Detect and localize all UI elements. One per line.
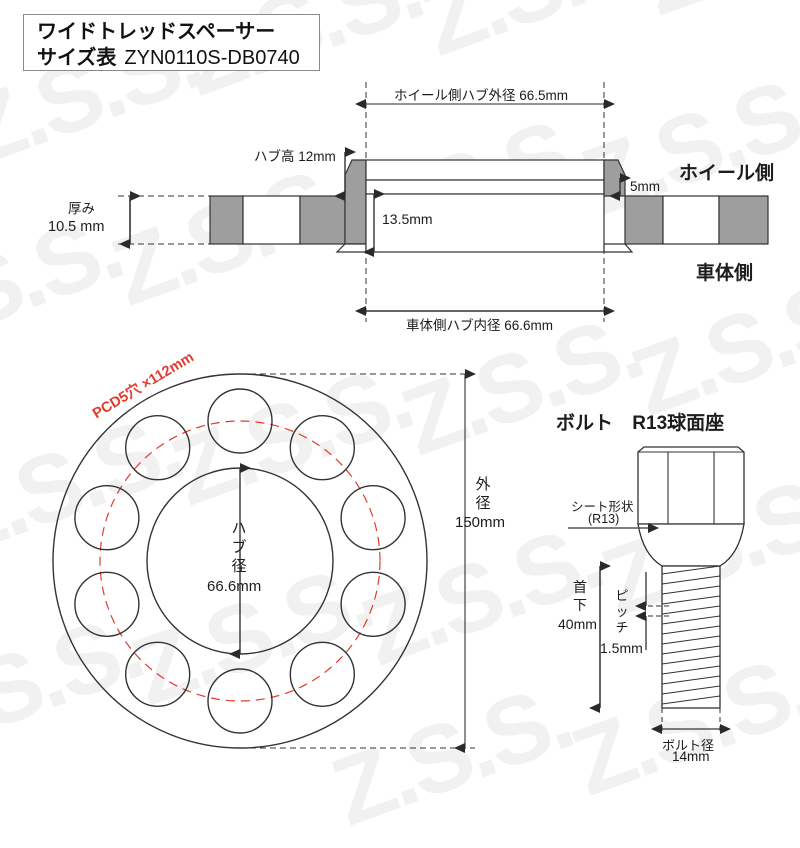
spacer-body-right [624,195,769,245]
bolt-hole [124,641,191,708]
label-hub-inner-dia: 車体側ハブ内径 66.6mm [406,318,554,333]
bolt-heading-2: R13球面座 [632,413,725,434]
hub-step-left [344,159,367,245]
label-hub-diameter-value: 66.6mm [207,578,262,595]
label-hub-diameter-ch3: 径 [231,558,247,575]
label-neck-length: 首 下 [570,578,590,614]
label-thickness: 厚み [68,201,95,216]
label-bolt-diameter-value: 14mm [672,749,710,764]
product-title: ワイドトレッドスペーサー [37,21,276,43]
size-table-label: サイズ表 [37,47,117,69]
label-pitch-ch1: ピ [615,588,629,603]
title-line2: サイズ表 ZYN0110S-DB0740 [37,45,319,71]
spacer-body-left [209,195,346,245]
bolt-hole [74,571,140,637]
cross-section-view [118,82,769,322]
label-hub-height: ハブ高 12mm [254,149,336,164]
label-step-height: 5mm [630,179,660,194]
label-pitch-ch3: チ [615,620,629,635]
label-body-side: 車体側 [696,263,754,284]
label-seat-shape: シート形状 [571,500,634,514]
bolt-hole [289,641,356,708]
label-pitch: ピ ッ チ [614,588,630,636]
bolt-hole [340,571,406,637]
label-pitch-value: 1.5mm [600,640,643,656]
label-outer-diameter: 外 径 [472,475,494,513]
label-hub-outer-dia: ホイール側ハブ外径 66.5mm [394,88,569,103]
bolt-heading-1: ボルト [556,413,614,434]
bolt-hole [124,414,191,481]
title-box: ワイドトレッドスペーサー サイズ表 ZYN0110S-DB0740 [23,14,320,71]
hub-bore [365,193,605,253]
label-bolt-diameter: ボルト径 [662,738,715,753]
label-hub-diameter: ハ ブ 径 [228,519,250,576]
bolt-heading: ボルト R13球面座 [556,408,724,435]
bolt-hole [340,484,406,551]
label-seat-shape-value: (R13) [588,512,620,526]
bore-chamfer-right [603,243,634,253]
bore-chamfer-left [335,243,367,253]
dim-bolt-diameter-group [651,708,731,735]
bolt-seat-r13 [637,523,745,567]
label-neck-length-ch2: 下 [573,597,587,613]
label-outer-diameter-ch1: 外 [475,476,491,493]
dim-outer-diameter-group [240,369,476,753]
label-hub-diameter-ch2: ブ [231,539,247,556]
label-bore-depth: 13.5mm [382,211,433,227]
label-hub-diameter-ch1: ハ [231,520,247,537]
bolt-hole [74,484,140,551]
bolt-hole [289,414,356,481]
bolt-thread-lines [661,565,721,705]
bolt-hole [207,668,273,734]
label-outer-diameter-ch2: 径 [475,495,491,512]
bolt-head [637,446,745,525]
label-neck-length-ch1: 首 [573,579,587,595]
hub-collar [365,159,605,195]
hub-step-right [603,159,626,197]
product-code: ZYN0110S-DB0740 [124,47,300,69]
bolt-view [568,446,745,735]
label-outer-diameter-value: 150mm [455,514,506,531]
drawing-layer [52,82,769,753]
pcd-circle [99,420,381,702]
dim-pitch-group [635,572,672,650]
label-pitch-ch2: ッ [615,604,629,619]
label-thickness-value: 10.5 mm [48,219,105,235]
bolt-hole [207,388,273,454]
bolt-hole-group [74,388,406,734]
label-neck-length-value: 40mm [558,616,597,632]
label-wheel-side: ホイール側 [679,163,775,184]
